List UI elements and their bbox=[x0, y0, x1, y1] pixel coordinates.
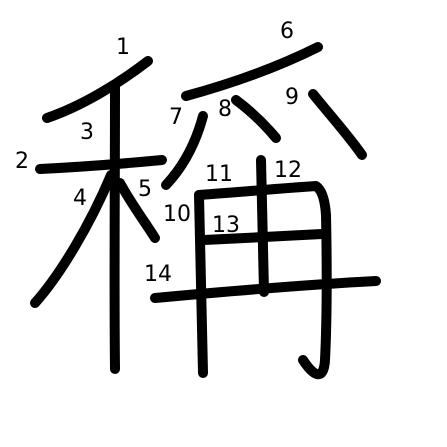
stroke-numbers: 1 2 3 4 5 6 7 8 9 10 11 12 13 14 bbox=[15, 19, 302, 287]
stroke-11-12 bbox=[194, 181, 332, 380]
stroke-number-4: 4 bbox=[73, 186, 87, 211]
stroke-number-13: 13 bbox=[212, 213, 240, 238]
stroke-number-7: 7 bbox=[169, 105, 183, 130]
stroke-1 bbox=[42, 56, 153, 123]
strokes bbox=[30, 42, 381, 380]
stroke-number-8: 8 bbox=[218, 97, 232, 122]
stroke-number-1: 1 bbox=[116, 35, 130, 60]
stroke-10 bbox=[194, 190, 208, 378]
stroke-8 bbox=[231, 95, 281, 143]
stroke-13 bbox=[256, 155, 269, 297]
stroke-number-9: 9 bbox=[285, 85, 299, 110]
stroke-number-3: 3 bbox=[80, 120, 94, 145]
stroke-inner-horizontal bbox=[199, 229, 327, 245]
stroke-number-6: 6 bbox=[280, 19, 294, 44]
stroke-number-10: 10 bbox=[163, 202, 191, 227]
stroke-7 bbox=[161, 111, 208, 190]
stroke-9 bbox=[308, 89, 367, 160]
stroke-14 bbox=[150, 276, 381, 303]
stroke-number-11: 11 bbox=[205, 162, 233, 187]
stroke-number-14: 14 bbox=[144, 262, 172, 287]
stroke-number-5: 5 bbox=[138, 177, 152, 202]
stroke-2 bbox=[35, 155, 167, 174]
stroke-number-12: 12 bbox=[274, 158, 302, 183]
stroke-4 bbox=[30, 170, 116, 308]
stroke-5 bbox=[115, 178, 160, 243]
stroke-number-2: 2 bbox=[15, 149, 29, 174]
stroke-6 bbox=[181, 42, 323, 101]
